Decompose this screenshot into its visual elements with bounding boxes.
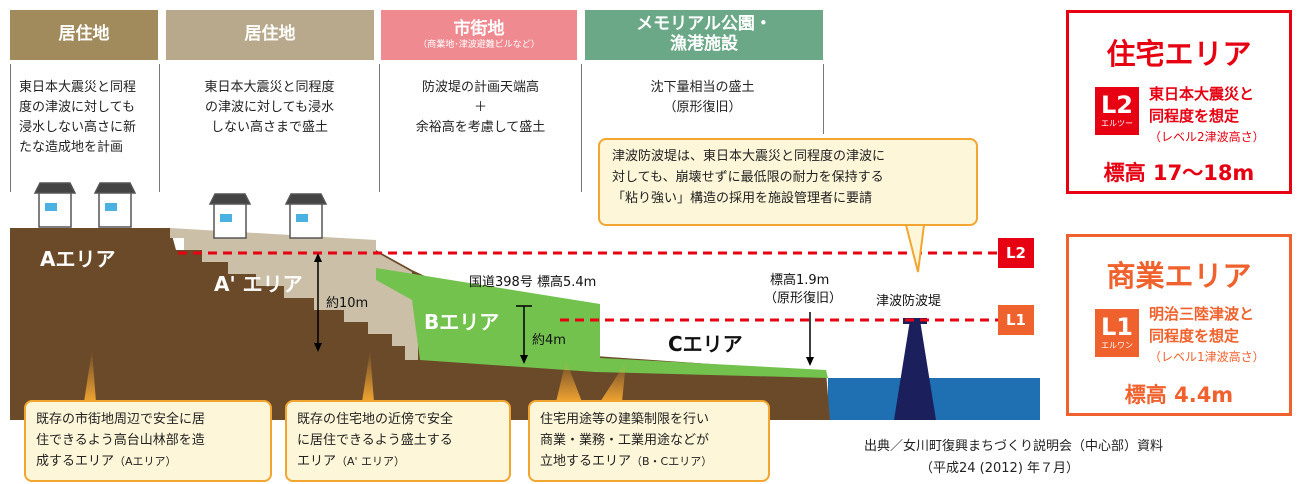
desc-line: ＋	[473, 100, 487, 115]
house-icon	[93, 182, 137, 228]
callout-area-b-c: 住宅用途等の建築制限を行い 商業・業務・工業用途などが 立地するエリア（B・Cエ…	[528, 400, 770, 482]
desc-line: 東日本大震災と同程	[19, 80, 137, 95]
house-icon	[33, 182, 77, 228]
callout-note: （A' エリア）	[336, 455, 406, 468]
panel-text-line: 明治三陸津波と	[1149, 305, 1255, 323]
desc-line: 東日本大震災と同程度	[204, 80, 335, 95]
header-title: 居住地	[58, 24, 110, 45]
elev-label-c-note: （原形復旧）	[764, 291, 843, 306]
commercial-panel: 商業エリア L1 エルワン 明治三陸津波と 同程度を想定 （レベル1津波高さ） …	[1066, 234, 1292, 416]
route-label: 国道398号 標高5.4m	[469, 275, 597, 290]
description-a: 東日本大震災と同程 度の津波に対しても 浸水しない高さに新 たな造成地を計画	[10, 64, 160, 192]
description-a-prime: 東日本大震災と同程度 の津波に対しても浸水 しない高さまで盛土	[160, 64, 380, 192]
house-icon	[208, 193, 252, 239]
l2-tag: L2	[998, 238, 1034, 268]
header-residential-a-prime: 居住地	[166, 10, 374, 60]
panel-description: 東日本大震災と 同程度を想定 （レベル2津波高さ）	[1149, 83, 1265, 147]
elev-label-c: 標高1.9m	[770, 273, 830, 288]
callout-line: エリア	[297, 454, 337, 469]
callout-line: 成するエリア	[36, 454, 115, 469]
fill-a-prime	[170, 228, 418, 360]
header-memorial: メモリアル公園・ 漁港施設	[585, 10, 823, 60]
callout-line: 立地するエリア	[540, 454, 632, 469]
panel-text-line: 同程度を想定	[1149, 327, 1240, 345]
height-label-b: 約4m	[532, 333, 566, 348]
header-title: 市街地	[453, 19, 505, 40]
badge-label: L1	[1101, 313, 1133, 341]
height-label-a-prime: 約10m	[326, 296, 369, 311]
area-b-label: Bエリア	[424, 310, 500, 334]
header-residential-a: 居住地	[10, 10, 158, 60]
panel-text-line: 東日本大震災と	[1149, 85, 1255, 103]
panel-note: （レベル1津波高さ）	[1149, 350, 1265, 364]
header-title: メモリアル公園・	[636, 14, 772, 35]
area-a-label: Aエリア	[40, 247, 116, 271]
header-title-2: 漁港施設	[670, 34, 738, 54]
breakwater-structure	[894, 320, 936, 420]
badge-label: L2	[1101, 91, 1133, 119]
callout-area-a: 既存の市街地周辺で安全に居 住できるよう高台山林部を造 成するエリア（Aエリア）	[24, 400, 272, 482]
source-line-2: （平成24 (2012) 年７月）	[920, 461, 1080, 476]
callout-line: 「粘り強い」構造の採用を施設管理者に要請	[612, 191, 873, 206]
desc-line: しない高さまで盛土	[210, 120, 328, 135]
callout-pointer	[904, 224, 926, 273]
panel-title: 住宅エリア	[1106, 37, 1252, 71]
callout-line: 住宅用途等の建築制限を行い	[540, 412, 710, 427]
residential-panel: 住宅エリア L2 エルツー 東日本大震災と 同程度を想定 （レベル2津波高さ） …	[1066, 10, 1292, 194]
description-urban: 防波堤の計画天端高 ＋ 余裕高を考慮して盛土	[380, 64, 582, 192]
area-a-prime-label: A' エリア	[214, 272, 303, 296]
desc-line: の津波に対しても浸水	[205, 100, 334, 115]
source-line-1: 出典／女川町復興まちづくり説明会（中心部）資料	[864, 439, 1164, 454]
callout-line: に居住できるよう盛土する	[297, 433, 453, 448]
l1-badge: L1 エルワン	[1095, 309, 1139, 357]
pointer-a-prime	[362, 350, 374, 402]
callout-line: 津波防波堤は、東日本大震災と同程度の津波に	[612, 149, 886, 164]
desc-line: 度の津波に対しても	[19, 100, 135, 115]
pointer-b-c	[556, 360, 582, 402]
l2-badge: L2 エルツー	[1095, 87, 1139, 135]
description-memorial: 沈下量相当の盛土 （原形復旧）	[582, 64, 824, 134]
l1-tag: L1	[998, 305, 1034, 335]
badge-reading: エルツー	[1101, 119, 1133, 128]
desc-line: 余裕高を考慮して盛土	[415, 120, 546, 135]
source-citation: 出典／女川町復興まちづくり説明会（中心部）資料 （平成24 (2012) 年７月…	[864, 436, 1163, 480]
breakwater-callout: 津波防波堤は、東日本大震災と同程度の津波に 対しても、崩壊せずに最低限の耐力を保…	[598, 138, 978, 226]
desc-line: たな造成地を計画	[19, 140, 124, 155]
pointer-a	[84, 350, 96, 402]
badge-reading: エルワン	[1101, 341, 1133, 350]
panel-elevation: 標高 17〜18m	[1103, 161, 1255, 185]
callout-note: （Aエリア）	[114, 455, 177, 468]
panel-title: 商業エリア	[1106, 259, 1252, 293]
desc-line: 浸水しない高さに新	[19, 120, 137, 135]
desc-line: 防波堤の計画天端高	[421, 80, 539, 95]
desc-line: 沈下量相当の盛土	[650, 80, 755, 95]
breakwater-label: 津波防波堤	[876, 294, 942, 309]
house-icon	[284, 193, 328, 239]
fill-b-c	[376, 268, 828, 378]
callout-line: 商業・業務・工業用途などが	[540, 433, 710, 448]
callout-area-a-prime: 既存の住宅地の近傍で安全 に居住できるよう盛土する エリア（A' エリア）	[285, 400, 511, 482]
panel-elevation: 標高 4.4m	[1124, 383, 1234, 407]
callout-line: 対しても、崩壊せずに最低限の耐力を保持する	[612, 170, 884, 185]
callout-note: （B・Cエリア）	[631, 455, 713, 468]
header-subtitle: （商業地･津波避難ビルなど）	[418, 39, 540, 50]
header-title: 居住地	[244, 24, 296, 45]
panel-description: 明治三陸津波と 同程度を想定 （レベル1津波高さ）	[1149, 303, 1265, 367]
panel-note: （レベル2津波高さ）	[1149, 130, 1265, 144]
desc-line: （原形復旧）	[663, 100, 742, 115]
header-urban: 市街地 （商業地･津波避難ビルなど）	[381, 10, 577, 60]
callout-line: 既存の市街地周辺で安全に居	[36, 412, 206, 427]
callout-line: 住できるよう高台山林部を造	[36, 433, 205, 448]
area-c-label: Cエリア	[668, 332, 743, 356]
panel-text-line: 同程度を想定	[1149, 107, 1240, 125]
callout-line: 既存の住宅地の近傍で安全	[297, 412, 454, 427]
